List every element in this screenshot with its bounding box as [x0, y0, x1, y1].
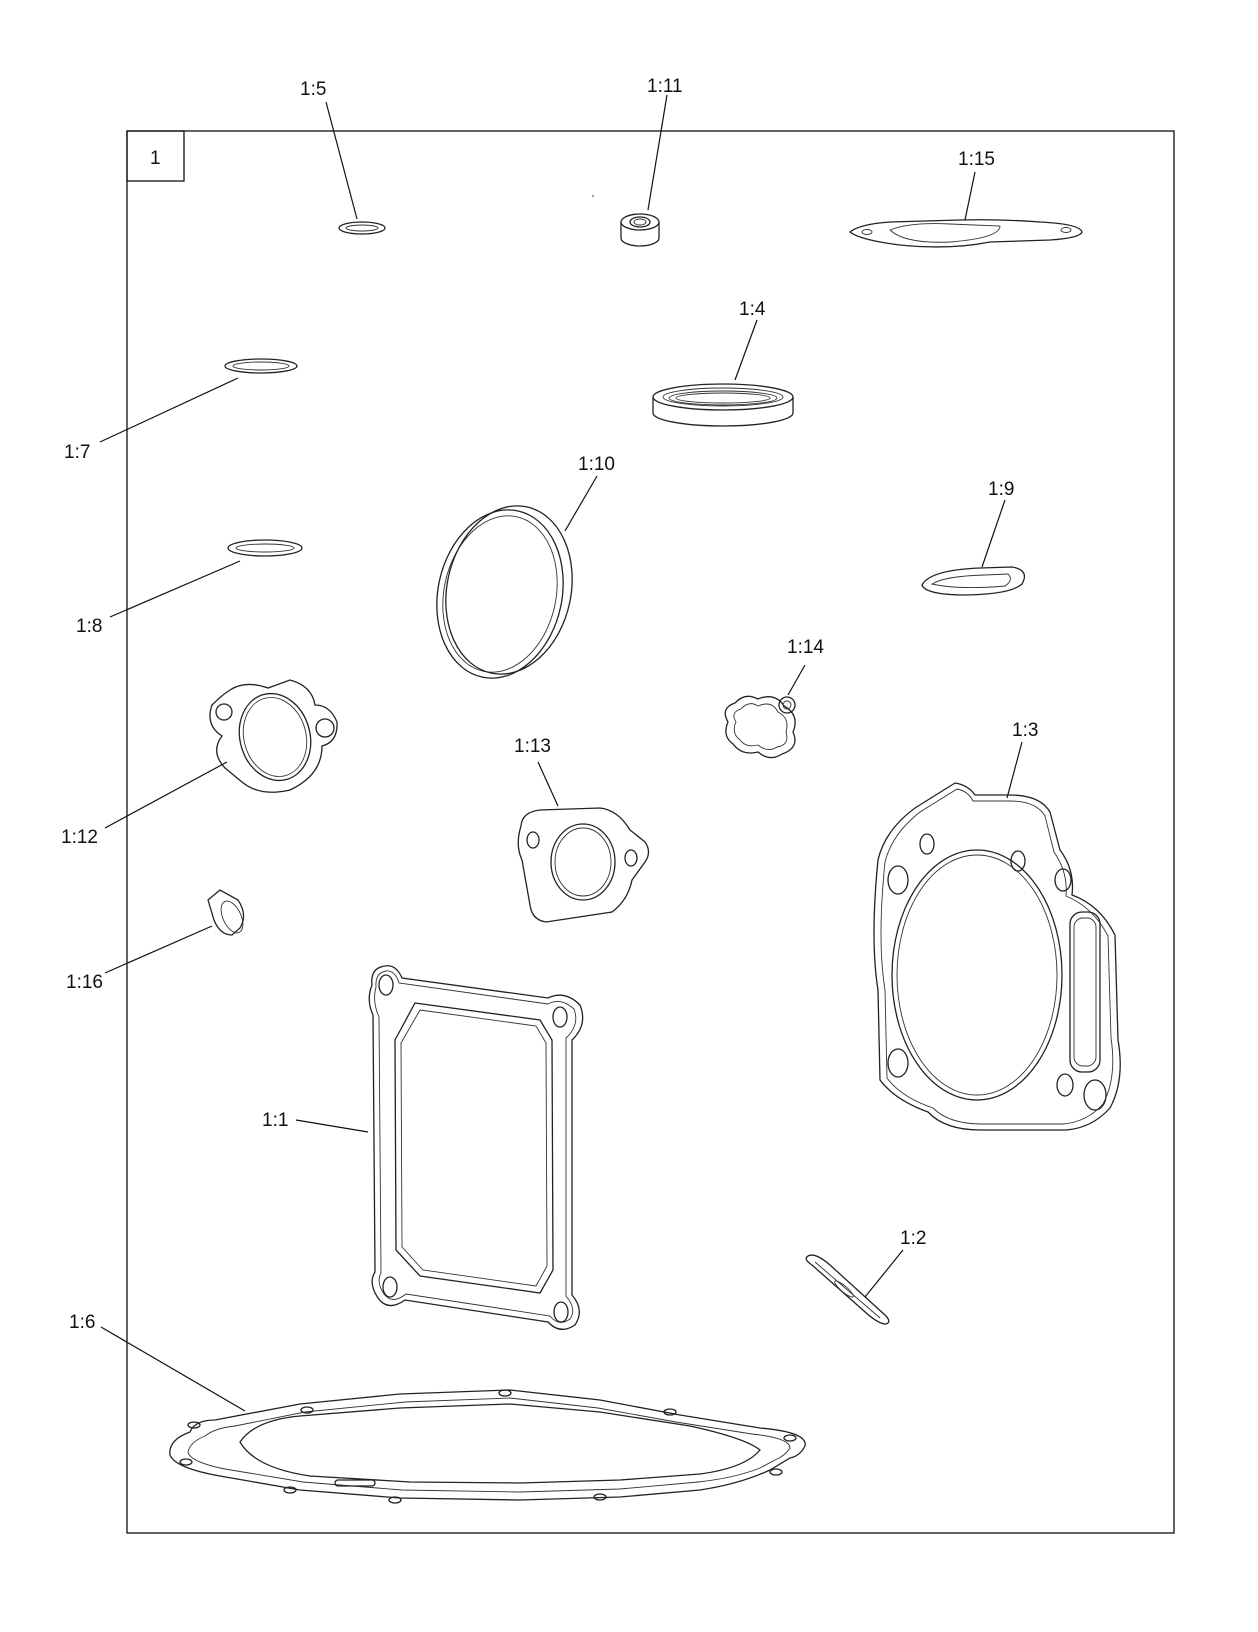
callout-1-7: 1:7 [64, 442, 90, 463]
part-valve-cover-gasket[interactable] [368, 965, 584, 1330]
callout-1-6: 1:6 [69, 1312, 95, 1333]
part-intake-gasket[interactable] [517, 807, 650, 923]
part-large-seal-ring[interactable] [422, 494, 588, 690]
stray-mark [592, 195, 594, 197]
callout-1-3: 1:3 [1012, 720, 1038, 741]
callout-1-4: 1:4 [739, 299, 766, 320]
part-valve-stem-seal[interactable] [620, 213, 660, 247]
figure-number-box [126, 130, 185, 182]
callout-1-12: 1:12 [61, 827, 98, 848]
figure-number: 1 [150, 148, 161, 169]
part-o-ring-b[interactable] [227, 539, 303, 557]
callout-1-11: 1:11 [647, 76, 683, 97]
callout-1-1: 1:1 [262, 1110, 288, 1131]
callout-1-8: 1:8 [76, 616, 102, 637]
part-oil-seal[interactable] [652, 383, 794, 427]
callout-1-13: 1:13 [514, 736, 551, 757]
callout-1-9: 1:9 [988, 479, 1014, 500]
part-o-ring-a[interactable] [224, 358, 298, 374]
part-plug-cap[interactable] [207, 889, 247, 936]
callout-1-14: 1:14 [787, 637, 824, 658]
callout-1-5: 1:5 [300, 79, 326, 100]
part-thin-washer[interactable] [805, 1254, 890, 1325]
callout-1-15: 1:15 [958, 149, 995, 170]
part-exhaust-gasket[interactable] [848, 219, 1083, 248]
part-flange-gasket[interactable] [209, 679, 338, 793]
callout-1-16: 1:16 [66, 972, 103, 993]
figure-frame [126, 130, 1175, 1534]
callout-1-10: 1:10 [578, 454, 615, 475]
part-small-o-ring[interactable] [338, 221, 386, 235]
part-breather-gasket[interactable] [724, 695, 796, 759]
part-crankcase-cover-gasket[interactable] [169, 1389, 806, 1504]
part-seal-ring[interactable] [921, 566, 1026, 596]
part-cylinder-head-gasket[interactable] [873, 782, 1121, 1131]
callout-1-2: 1:2 [900, 1228, 926, 1249]
